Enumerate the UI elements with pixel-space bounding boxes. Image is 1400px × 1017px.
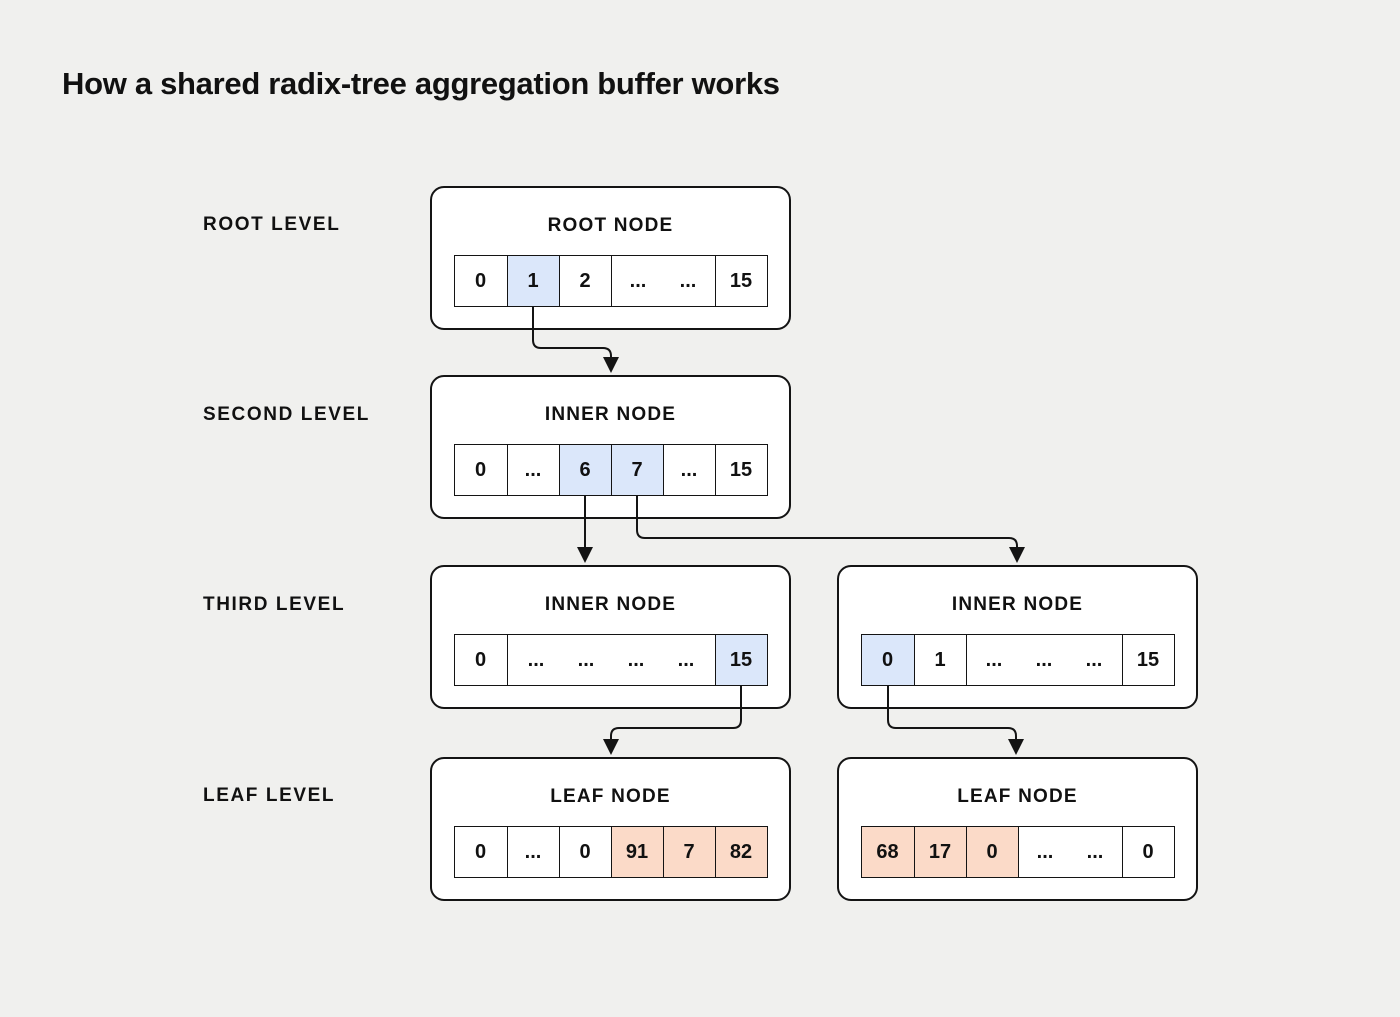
third-level-right-inner-node-box: INNER NODE 0 1 ... ... ... 15	[837, 565, 1198, 709]
leaf-left-node-cellrow: 0 ... 0 91 7 82	[453, 826, 768, 878]
second-inner-node-title: INNER NODE	[544, 404, 677, 425]
level-label-root: ROOT LEVEL	[203, 214, 341, 235]
leaf-left-cell-0a: 0	[474, 840, 487, 863]
leaf-left-cell-7: 7	[662, 827, 715, 877]
second-cell-6: 6	[558, 445, 611, 495]
third-left-inner-node-title: INNER NODE	[544, 594, 677, 615]
leaf-right-node-title: LEAF NODE	[957, 786, 1078, 807]
third-right-cell-15: 15	[1121, 635, 1174, 685]
leaf-right-node-cellrow: 68 17 0 ... ... 0	[860, 826, 1175, 878]
third-right-cell-1: 1	[913, 635, 966, 685]
leaf-right-cell-ellipsis: ... ...	[1017, 827, 1122, 877]
third-right-cell-0: 0	[861, 635, 914, 685]
leaf-right-cell-17: 17	[913, 827, 966, 877]
root-cell-0: 0	[474, 269, 487, 292]
second-cell-15: 15	[714, 445, 767, 495]
leaf-left-node-title: LEAF NODE	[550, 786, 671, 807]
second-cell-7: 7	[610, 445, 663, 495]
third-left-cell-ellipsis: ... ... ... ...	[506, 635, 715, 685]
third-left-cell-0: 0	[474, 648, 487, 671]
third-left-cell-15: 15	[714, 635, 767, 685]
second-cell-ellipsis-b: ...	[662, 445, 715, 495]
root-cell-15: 15	[714, 256, 767, 306]
third-right-inner-node-title: INNER NODE	[951, 594, 1084, 615]
third-right-cell-ellipsis: ... ... ...	[965, 635, 1122, 685]
root-cell-ellipsis: ... ...	[610, 256, 715, 306]
root-cell-1: 1	[506, 256, 559, 306]
third-right-inner-node-cellrow: 0 1 ... ... ... 15	[860, 634, 1175, 686]
third-level-left-inner-node-box: INNER NODE 0 ... ... ... ... 15	[430, 565, 791, 709]
diagram-title: How a shared radix-tree aggregation buff…	[62, 66, 780, 101]
leaf-level-right-node-box: LEAF NODE 68 17 0 ... ... 0	[837, 757, 1198, 901]
second-cell-0: 0	[474, 458, 487, 481]
level-label-third: THIRD LEVEL	[203, 594, 346, 615]
third-left-inner-node-cellrow: 0 ... ... ... ... 15	[453, 634, 768, 686]
leaf-left-cell-0b: 0	[558, 827, 611, 877]
second-inner-node-cellrow: 0 ... 6 7 ... 15	[453, 444, 768, 496]
root-node-title: ROOT NODE	[547, 215, 674, 236]
leaf-left-cell-82: 82	[714, 827, 767, 877]
leaf-right-cell-68: 68	[861, 827, 914, 877]
second-cell-ellipsis-a: ...	[506, 445, 559, 495]
leaf-right-cell-0a: 0	[965, 827, 1018, 877]
level-label-second: SECOND LEVEL	[203, 404, 370, 425]
root-node-cellrow: 0 1 2 ... ... 15	[453, 255, 768, 307]
leaf-level-left-node-box: LEAF NODE 0 ... 0 91 7 82	[430, 757, 791, 901]
root-cell-2: 2	[558, 256, 611, 306]
level-label-leaf: LEAF LEVEL	[203, 785, 336, 806]
second-level-inner-node-box: INNER NODE 0 ... 6 7 ... 15	[430, 375, 791, 519]
leaf-left-cell-91: 91	[610, 827, 663, 877]
root-node-box: ROOT NODE 0 1 2 ... ... 15	[430, 186, 791, 330]
leaf-left-cell-ellipsis: ...	[506, 827, 559, 877]
leaf-right-cell-0b: 0	[1121, 827, 1174, 877]
